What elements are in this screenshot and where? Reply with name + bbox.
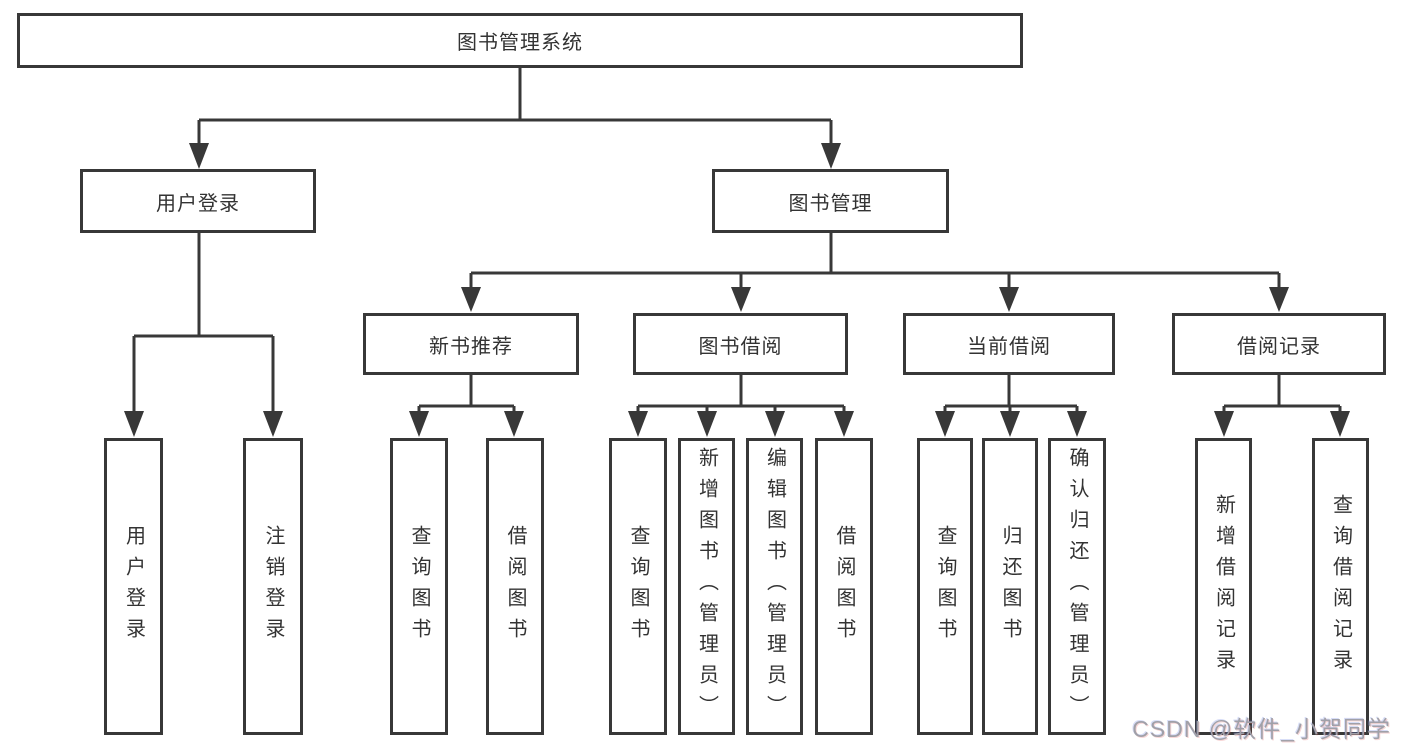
leaf-logout-label: 注销登录 xyxy=(262,524,284,649)
leaf-return-book: 归还图书 xyxy=(982,438,1038,735)
leaf-query-books-recommend: 查询图书 xyxy=(390,438,448,735)
node-book-management: 图书管理 xyxy=(712,169,949,233)
leaf-logout: 注销登录 xyxy=(243,438,303,735)
leaf-query-books-borrow-label: 查询图书 xyxy=(627,524,649,649)
leaf-query-books-borrow: 查询图书 xyxy=(609,438,667,735)
leaf-confirm-return-admin: 确认归还（管理员） xyxy=(1048,438,1106,735)
leaf-query-borrow-record-label: 查询借阅记录 xyxy=(1329,493,1352,680)
leaf-add-book-admin-label: 新增图书（管理员） xyxy=(695,447,718,726)
node-book-borrow: 图书借阅 xyxy=(633,313,848,375)
leaf-query-books-recommend-label: 查询图书 xyxy=(408,524,430,649)
leaf-borrow-books-recommend: 借阅图书 xyxy=(486,438,544,735)
leaf-query-books-current: 查询图书 xyxy=(917,438,973,735)
node-user-login: 用户登录 xyxy=(80,169,316,233)
leaf-borrow-books-recommend-label: 借阅图书 xyxy=(504,524,526,649)
leaf-user-login-label: 用户登录 xyxy=(122,524,145,649)
leaf-add-borrow-record: 新增借阅记录 xyxy=(1195,438,1252,735)
leaf-add-book-admin: 新增图书（管理员） xyxy=(678,438,735,735)
leaf-edit-book-admin: 编辑图书（管理员） xyxy=(746,438,803,735)
leaf-borrow-books-label: 借阅图书 xyxy=(833,524,855,649)
node-root: 图书管理系统 xyxy=(17,13,1023,68)
node-new-book-recommend: 新书推荐 xyxy=(363,313,579,375)
leaf-user-login: 用户登录 xyxy=(104,438,163,735)
leaf-query-books-current-label: 查询图书 xyxy=(934,524,956,649)
leaf-confirm-return-admin-label: 确认归还（管理员） xyxy=(1066,447,1088,726)
leaf-return-book-label: 归还图书 xyxy=(999,524,1021,649)
leaf-edit-book-admin-label: 编辑图书（管理员） xyxy=(763,447,786,726)
leaf-borrow-books: 借阅图书 xyxy=(815,438,873,735)
node-current-borrow: 当前借阅 xyxy=(903,313,1115,375)
csdn-watermark: CSDN @软件_小贺同学 xyxy=(1132,716,1391,742)
leaf-add-borrow-record-label: 新增借阅记录 xyxy=(1212,493,1235,680)
node-borrow-records: 借阅记录 xyxy=(1172,313,1386,375)
leaf-query-borrow-record: 查询借阅记录 xyxy=(1312,438,1369,735)
